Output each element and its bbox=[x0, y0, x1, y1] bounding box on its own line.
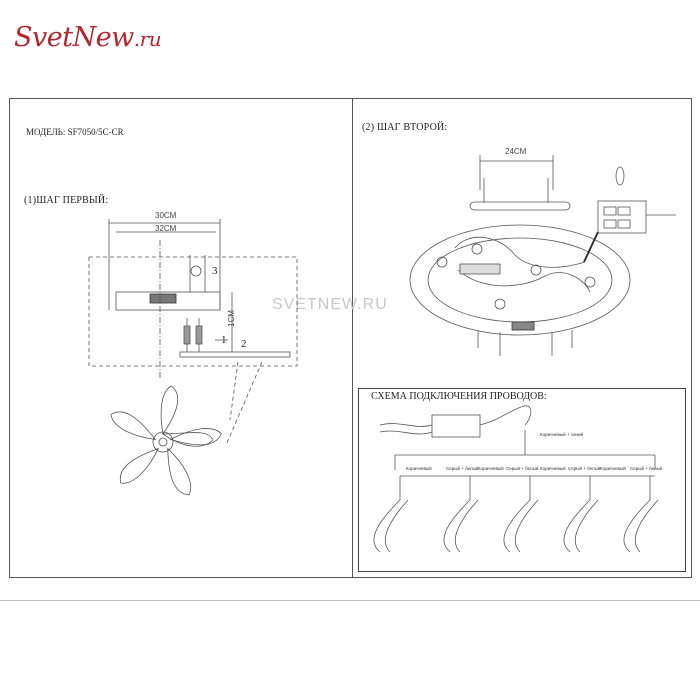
step2-mount-bar bbox=[469, 201, 571, 211]
marker-3: 3 bbox=[212, 265, 218, 277]
watermark-text: SVETNEW.RU bbox=[272, 296, 388, 313]
dim-inner-label: 32CM bbox=[155, 224, 177, 233]
brand-tld: .ru bbox=[133, 27, 162, 51]
wire-label: Коричневый bbox=[540, 466, 566, 471]
step2-title: (2) ШАГ ВТОРОЙ: bbox=[362, 122, 448, 133]
marker-2: 2 bbox=[241, 338, 247, 350]
brand-logo: SvetNew.ru bbox=[14, 22, 162, 53]
mount-plate bbox=[115, 291, 221, 311]
wire-label: Серый + белый bbox=[446, 466, 479, 471]
sheet-divider bbox=[352, 98, 353, 578]
wiring-schematic bbox=[373, 405, 659, 553]
bottom-rule bbox=[0, 600, 700, 601]
dim-outer-label: 30CM bbox=[155, 211, 177, 220]
chandelier-top-view bbox=[110, 385, 222, 496]
brand-name: SvetNew bbox=[14, 22, 134, 53]
ceiling-base bbox=[179, 351, 291, 358]
step1-title: (1)ШАГ ПЕРВЫЙ: bbox=[24, 195, 109, 206]
wire-label: Коричневый bbox=[478, 466, 504, 471]
step1-dashed-box bbox=[88, 256, 298, 367]
wire-label: Коричневый bbox=[406, 466, 432, 471]
wiring-title: СХЕМА ПОДКЛЮЧЕНИЯ ПРОВОДОВ: bbox=[371, 391, 547, 402]
driver-box bbox=[431, 414, 481, 438]
wire-label: Коричневый bbox=[600, 466, 626, 471]
model-label: МОДЕЛЬ: SF7050/5C-CR bbox=[26, 127, 124, 137]
instruction-sheet bbox=[9, 98, 692, 578]
wire-label: Коричневый + синий bbox=[540, 432, 584, 437]
step2-dim-label: 24CM bbox=[505, 147, 527, 156]
wiring-panel: СХЕМА ПОДКЛЮЧЕНИЯ ПРОВОДОВ: bbox=[358, 388, 686, 572]
wire-label: Серый + белый bbox=[568, 466, 601, 471]
step2-chandelier-ring bbox=[409, 224, 631, 336]
wire-label: Серый + белый bbox=[630, 466, 663, 471]
step2-terminal-block bbox=[597, 200, 647, 234]
wire-label: Серый + белый bbox=[506, 466, 539, 471]
